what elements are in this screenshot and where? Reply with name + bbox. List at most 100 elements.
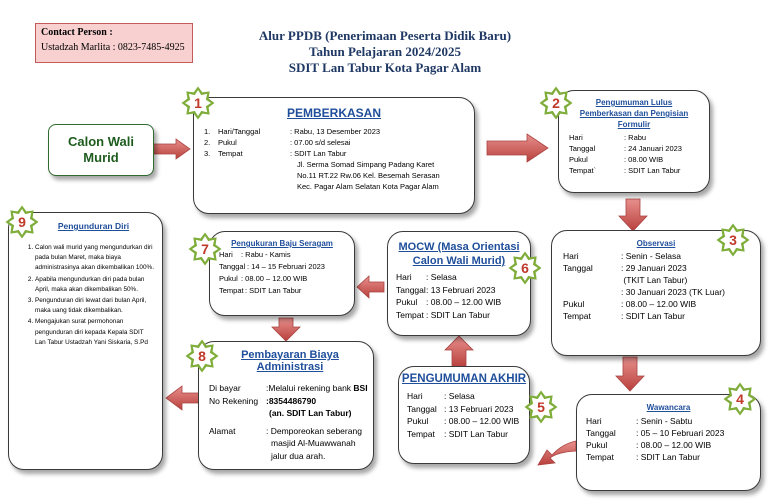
row-value: : SDIT Lan Tabur — [290, 149, 347, 158]
step-1-details: 1.Hari/Tanggal: Rabu, 13 Desember 2023 2… — [204, 126, 474, 192]
row-num: 3. — [204, 149, 211, 158]
row-value: : Senin - Sabtu — [636, 416, 693, 426]
row-value: : 07.00 s/d selesai — [290, 138, 351, 147]
row-key: Alamat — [209, 425, 236, 436]
title-line-1: Alur PPDB (Penerimaan Peserta Didik Baru… — [258, 28, 512, 43]
address-line-3: jalur dua arah. — [271, 450, 326, 461]
step-9-list: Calon wali murid yang mengundurkan diri … — [15, 243, 154, 348]
step-4-title: Wawancara — [646, 403, 691, 412]
step-1-pemberkasan: PEMBERKASAN 1.Hari/Tanggal: Rabu, 13 Des… — [193, 97, 475, 214]
row-key: Pukul — [219, 274, 238, 283]
row-key: Tempat — [218, 149, 243, 158]
star-inner — [512, 255, 538, 281]
arrow-6-to-7 — [356, 275, 385, 299]
row-key: Tanggal — [219, 262, 246, 271]
step-9-pengunduran-diri: Pengunduran Diri Calon wali murid yang m… — [8, 212, 163, 470]
step-8-title: Pembayaran Biaya Administrasi — [241, 349, 339, 373]
bank-name: BSI — [353, 383, 368, 393]
address-line-3: Kec. Pagar Alam Selatan Kota Pagar Alam — [297, 182, 439, 191]
star-inner — [528, 394, 554, 420]
row-value: : SDIT Lan Tabur — [624, 166, 681, 175]
row-value: : 13 Februari 2023 — [444, 403, 514, 414]
step-number: 4 — [736, 391, 744, 407]
row-value: :Melalui rekening bank — [266, 383, 354, 393]
row-value: : 08.00 – 12.00 WIB — [241, 274, 308, 283]
calon-line-2: Murid — [83, 150, 119, 165]
row-key: Hari — [396, 272, 412, 282]
step-6-title-line-1: MOCW (Masa Orientasi — [398, 241, 520, 253]
row-key: Tanggal — [563, 263, 593, 273]
row-value: (TKIT Lan Tabur) — [621, 275, 688, 285]
row-key: Hari — [219, 250, 233, 259]
step-number: 8 — [198, 348, 206, 364]
row-value: : SDIT Lan Tabur — [426, 309, 490, 320]
row-num: 1. — [204, 127, 211, 136]
step-6-title: MOCW (Masa Orientasi Calon Wali Murid) — [388, 240, 530, 268]
row-key: No Rekening — [209, 395, 259, 406]
step-2-title: Pengumuman Lulus Pemberkasan dan Pengisi… — [559, 97, 709, 130]
title-line-3: SDIT Lan Tabur Kota Pagar Alam — [288, 60, 482, 75]
star-inner — [185, 90, 211, 116]
contact-value: Ustadzah Marlita : 0823-7485-4925 — [41, 42, 185, 53]
step-5-star-badge: 5 — [524, 390, 558, 424]
step-2-title-line-2: Pemberkasan dan Pengisian — [579, 109, 689, 118]
row-key: Pukul — [586, 440, 608, 450]
step-6-mocw: MOCW (Masa Orientasi Calon Wali Murid) H… — [387, 231, 531, 336]
step-7-title: Pengukuran Baju Seragam — [231, 239, 333, 248]
row-key: Hari — [569, 133, 583, 142]
arrow-4-to-5 — [537, 440, 577, 466]
step-5-pengumuman-akhir: PENGUMUMAN AKHIR Hari: Selasa Tanggal: 1… — [398, 366, 530, 464]
step-number: 2 — [552, 95, 560, 111]
row-key: Pukul — [396, 297, 418, 307]
row-num: 2. — [204, 138, 211, 147]
star-inner — [9, 209, 35, 235]
step-7-details: Hari : Rabu - Kamis Tanggal: 14 – 15 Febr… — [219, 249, 354, 297]
step-number: 9 — [18, 214, 26, 230]
row-value: : 08.00 – 12.00 WIB — [444, 416, 520, 426]
list-item: Pengunduran diri lewat dari bulan April,… — [35, 296, 154, 316]
row-value: : Selasa — [444, 391, 475, 401]
title-line-2: Tahun Pelajaran 2024/2025 — [309, 44, 461, 59]
row-value: : SDIT Lan Tabur — [245, 286, 302, 295]
row-key: Tempat — [563, 311, 591, 321]
step-6-details: Hari: Selasa Tanggal: 13 Februari 2023 P… — [396, 271, 530, 321]
step-4-star-badge: 4 — [723, 382, 757, 416]
step-2-pengumuman-lulus: Pengumuman Lulus Pemberkasan dan Pengisi… — [558, 90, 710, 193]
step-3-details: Hari: Senin - Selasa Tanggal: 29 Januari… — [563, 250, 760, 322]
step-3-title: Observasi — [636, 239, 676, 248]
list-item: Calon wali murid yang mengundurkan diri … — [35, 243, 154, 274]
step-2-details: Hari: Rabu Tanggal: 24 Januari 2023 Puku… — [569, 132, 709, 176]
step-9-star-badge: 9 — [5, 205, 39, 239]
row-key: Tanggal — [407, 403, 437, 414]
step-4-details: Hari: Senin - Sabtu Tanggal: 05 – 10 Feb… — [586, 415, 760, 463]
row-key: Di bayar — [209, 383, 241, 393]
account-number: :8354486790 — [266, 395, 317, 406]
row-key: Tanggal — [396, 284, 426, 295]
step-2-star-badge: 2 — [539, 86, 573, 120]
list-item: Apabila mengundurkan diri pada bulan Apr… — [35, 275, 154, 295]
row-value: : Rabu - Kamis — [241, 250, 291, 259]
step-7-pengukuran-baju: Pengukuran Baju Seragam Hari : Rabu - Kam… — [209, 231, 355, 316]
row-key: Hari — [407, 391, 423, 401]
account-holder: (an. SDIT Lan Tabur) — [269, 408, 352, 418]
step-2-title-line-1: Pengumuman Lulus — [595, 98, 673, 107]
address-line-2: masjid Al-Muawwanah — [271, 438, 356, 448]
row-value: : Selasa — [426, 272, 457, 282]
row-key: Hari — [563, 251, 579, 261]
contact-label: Contact Person : — [41, 27, 113, 38]
star-inner — [727, 386, 753, 412]
step-number: 6 — [521, 260, 529, 276]
step-8-pembayaran: Pembayaran Biaya Administrasi Di bayar :M… — [198, 341, 374, 470]
step-number: 3 — [729, 232, 737, 248]
step-2-title-line-3: Formulir — [617, 120, 651, 129]
step-5-details: Hari: Selasa Tanggal: 13 Februari 2023 P… — [407, 390, 529, 440]
row-value: : 08.00 – 12.00 WIB — [621, 299, 697, 309]
row-value: : 08.00 WIB — [624, 155, 664, 164]
row-value: : 24 Januari 2023 — [624, 144, 682, 153]
row-value: : 14 – 15 Februari 2023 — [247, 262, 325, 271]
step-1-title: PEMBERKASAN — [286, 106, 381, 120]
row-value: : 30 Januari 2023 (TK Luar) — [621, 287, 725, 297]
row-value: : Rabu, 13 Desember 2023 — [290, 127, 381, 136]
